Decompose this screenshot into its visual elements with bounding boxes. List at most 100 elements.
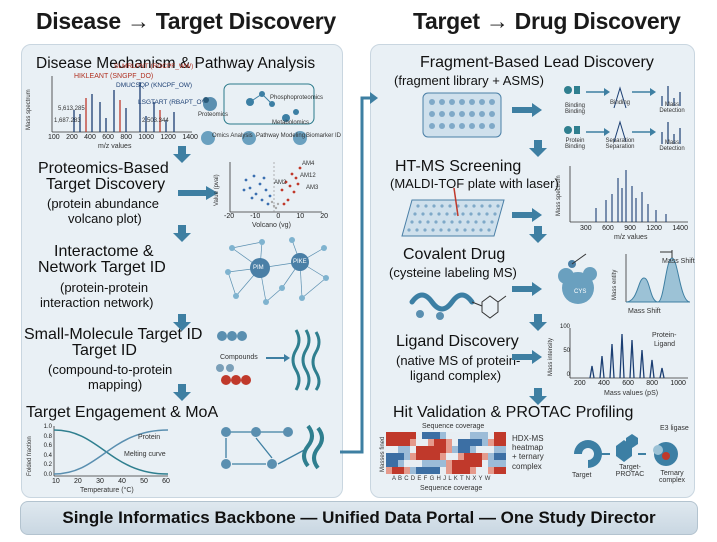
heatmap-cell	[392, 453, 398, 460]
htms-ylabel: Mass spectrum	[556, 175, 562, 216]
hdx-line: HDX-MS	[512, 434, 544, 443]
moa-pathway	[221, 424, 324, 470]
htms-title: HT-MS Screening	[395, 158, 522, 175]
asms-label-protein-binding: Protein Binding	[564, 138, 585, 151]
mass-shift-label-1: Mass Shift	[662, 258, 695, 265]
hdx-line: complex	[512, 461, 542, 471]
ms-ylabel: Mass spectrum	[26, 89, 32, 130]
heatmap-cell	[386, 439, 392, 446]
heatmap-cell	[500, 460, 506, 467]
flow-arrow-r-c	[529, 314, 547, 331]
small-molecule-title-2: Target ID	[72, 342, 137, 359]
heatmap-cell	[392, 446, 398, 453]
tick: -10	[250, 213, 261, 220]
heatmap-cell	[458, 460, 464, 467]
compound-mapping	[216, 329, 321, 391]
heatmap-cell	[386, 446, 392, 453]
tick: 0	[276, 213, 281, 220]
heatmap-cell	[422, 460, 428, 467]
target-label: Target	[572, 472, 592, 479]
flow-arrow-r-a	[529, 140, 547, 157]
flow-arrow-s2	[178, 186, 218, 200]
volcano-ylabel: Value (pval)	[214, 174, 220, 206]
tick: 50	[140, 478, 148, 485]
heatmap-cell	[386, 467, 392, 474]
heatmap-cell	[392, 460, 398, 467]
flow-arrow-r1	[512, 103, 542, 117]
ternary-line: complex	[658, 477, 686, 485]
peak-value-1: 5,613.285	[58, 106, 85, 112]
heatmap-cell	[476, 439, 482, 446]
interactome-title-2: Network Target ID	[38, 259, 166, 276]
proteomics-title-1: Proteomics-Based	[38, 160, 169, 177]
heatmap-cell	[476, 446, 482, 453]
heatmap-cell	[440, 453, 446, 460]
tick: 200	[574, 380, 586, 387]
heatmap-cell	[422, 439, 428, 446]
heatmap-cell	[440, 439, 446, 446]
ms-xlabel: m/z values	[98, 143, 132, 150]
heatmap-letters: A B C D E F G H J L K T N X Y W	[392, 476, 491, 482]
heatmap-cell	[500, 467, 506, 474]
heatmap-cell	[446, 460, 452, 467]
covalent-sub: (cysteine labeling MS)	[389, 265, 517, 280]
tick: 1200	[646, 225, 662, 232]
flow-arrow-r4	[512, 350, 542, 364]
heatmap-cell	[434, 432, 440, 439]
peak-label-1: HIKLEANT (SNGPF_DO)	[74, 73, 154, 80]
volcano-xlabel: Volcano (vg)	[252, 222, 291, 229]
target-engagement-title: Target Engagement & MoA	[26, 404, 219, 421]
heatmap-cell	[422, 453, 428, 460]
heatmap-cell	[434, 453, 440, 460]
volcano-label-3: AM2	[274, 180, 287, 186]
tick: 800	[646, 380, 658, 387]
mass-shift-label-2: Mass Shift	[628, 308, 661, 315]
tick: 0.0	[43, 471, 52, 478]
tick: 1000	[138, 134, 154, 141]
label: Binding	[564, 103, 585, 109]
heatmap-cell	[488, 453, 494, 460]
flow-arrow-4	[173, 384, 191, 401]
heatmap-cell	[428, 467, 434, 474]
heatmap-cell	[488, 446, 494, 453]
tick: 400	[598, 380, 610, 387]
heatmap-cell	[440, 460, 446, 467]
native-ms-legend-2: Ligand	[654, 341, 676, 348]
heatmap-cell	[440, 467, 446, 474]
flow-arrow-r2	[512, 208, 542, 222]
label: Separation	[605, 138, 635, 144]
heatmap-cell	[422, 467, 428, 474]
flow-arrow-r3	[512, 282, 542, 296]
heatmap-cell	[404, 446, 410, 453]
heatmap-cell	[464, 460, 470, 467]
node-pike: PIKE	[293, 259, 307, 265]
native-ms-ylabel: Mass intensity	[548, 337, 554, 376]
tick: 300	[580, 225, 592, 232]
heatmap-cell	[410, 460, 416, 467]
peak-value-2: 1,687.283	[54, 118, 81, 124]
heatmap-cell	[416, 453, 422, 460]
maldi-plate	[401, 187, 505, 237]
heatmap-cell	[452, 467, 458, 474]
heatmap-cell	[494, 432, 500, 439]
heatmap-cell	[488, 439, 494, 446]
tick: 1400	[672, 225, 688, 232]
heatmap-cell	[386, 460, 392, 467]
heatmap-cell	[476, 453, 482, 460]
heatmap-cell	[440, 446, 446, 453]
label: Separation	[605, 144, 635, 151]
heatmap-cell	[446, 439, 452, 446]
heatmap-cell	[416, 439, 422, 446]
heatmap-cell	[410, 467, 416, 474]
heatmap-cell	[392, 432, 398, 439]
interactome-sub-2: interaction network)	[40, 295, 154, 310]
heatmap-cell	[404, 432, 410, 439]
heatmap-cell	[392, 467, 398, 474]
tick: 1400	[182, 134, 198, 141]
heatmap-cell	[488, 432, 494, 439]
